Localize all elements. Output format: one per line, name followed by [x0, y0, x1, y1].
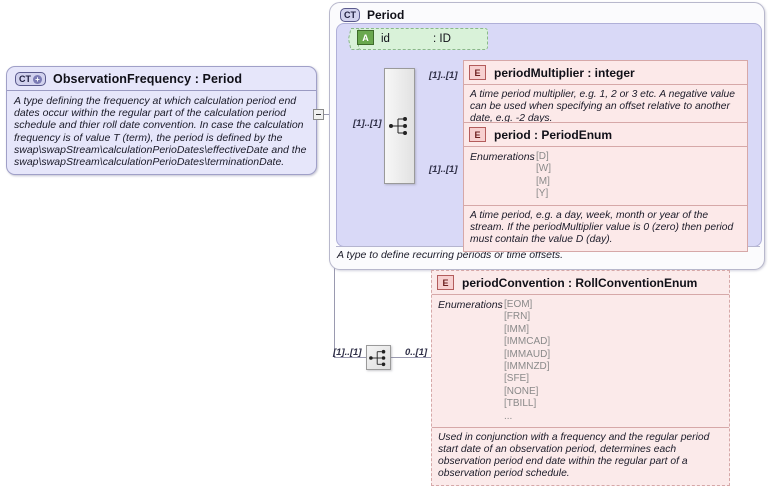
- attribute-icon: A: [357, 30, 374, 45]
- period-container-documentation: A type to define recurring periods or ti…: [337, 249, 564, 261]
- sequence-glyph: [368, 349, 385, 366]
- diagram-canvas: CT+ ObservationFrequency : Period A type…: [6, 2, 765, 486]
- element-period-multiplier-documentation: A time period multiplier, e.g. 1, 2 or 3…: [470, 89, 735, 124]
- element-period-documentation: A time period, e.g. a day, week, month o…: [470, 209, 734, 245]
- period-container-title: Period: [367, 8, 405, 22]
- element-type: : integer: [587, 65, 635, 80]
- enumerations-label: Enumerations: [470, 151, 535, 163]
- complex-type-icon-label: CT: [344, 9, 356, 20]
- element-name: periodMultiplier: [494, 65, 584, 80]
- element-period-multiplier-header: E periodMultiplier : integer: [464, 61, 747, 85]
- element-period-convention-box[interactable]: E periodConvention : RollConventionEnum …: [431, 270, 730, 486]
- attribute-flag-shape: [348, 28, 359, 50]
- cardinality-sequence-in: [1]..[1]: [353, 118, 382, 129]
- observation-frequency-title: ObservationFrequency : Period: [53, 72, 243, 86]
- complex-type-icon: CT+: [15, 72, 46, 86]
- attribute-id-type: : ID: [433, 33, 451, 45]
- element-period-convention-documentation: Used in conjunction with a frequency and…: [438, 432, 710, 480]
- complex-type-icon: CT: [340, 8, 360, 22]
- element-icon: E: [469, 65, 486, 80]
- element-type: : RollConventionEnum: [568, 275, 698, 290]
- element-icon: E: [469, 127, 486, 142]
- element-period-header: E period : PeriodEnum: [464, 123, 747, 147]
- observation-frequency-type-box[interactable]: CT+ ObservationFrequency : Period A type…: [6, 66, 317, 176]
- sequence-compositor-icon[interactable]: [384, 68, 415, 184]
- element-period-convention-header: E periodConvention : RollConventionEnum: [432, 271, 729, 295]
- element-period-convention-enumerations: Enumerations [EOM] [FRN] [IMM] [IMMCAD] …: [432, 295, 729, 429]
- cardinality-period: [1]..[1]: [429, 164, 458, 175]
- element-name: periodConvention: [462, 275, 565, 290]
- element-icon: E: [437, 275, 454, 290]
- period-container-header: CT Period: [340, 8, 404, 22]
- complex-type-icon-label: CT: [19, 73, 31, 84]
- enumerations-list: [D] [W] [M] [Y]: [536, 151, 551, 200]
- cardinality-period-multiplier: [1]..[1]: [429, 70, 458, 81]
- element-period-box[interactable]: E period : PeriodEnum Enumerations [D] […: [463, 122, 748, 252]
- element-period-multiplier-title: periodMultiplier : integer: [494, 66, 635, 80]
- observation-frequency-documentation: A type defining the frequency at which c…: [7, 90, 316, 174]
- element-name: period: [494, 127, 531, 142]
- element-period-title: period : PeriodEnum: [494, 128, 612, 142]
- cardinality-period-convention: 0..[1]: [405, 347, 428, 358]
- cardinality-bottom-in: [1]..[1]: [333, 347, 362, 358]
- attribute-id-box[interactable]: id : ID: [358, 28, 488, 50]
- expand-plus-icon[interactable]: +: [33, 74, 42, 84]
- enumerations-list: [EOM] [FRN] [IMM] [IMMCAD] [IMMAUD] [IMM…: [504, 299, 551, 422]
- element-period-convention-title: periodConvention : RollConventionEnum: [462, 276, 697, 290]
- element-period-multiplier-box[interactable]: E periodMultiplier : integer A time peri…: [463, 60, 748, 131]
- element-period-enumerations: Enumerations [D] [W] [M] [Y]: [464, 147, 747, 206]
- enumerations-label: Enumerations: [438, 299, 503, 311]
- collapse-toggle-icon[interactable]: [313, 109, 324, 120]
- element-type: : PeriodEnum: [534, 127, 613, 142]
- observation-frequency-header: CT+ ObservationFrequency : Period: [7, 67, 316, 90]
- attribute-id-name: id: [381, 33, 390, 45]
- sequence-glyph: [388, 117, 407, 135]
- sequence-compositor-icon[interactable]: [366, 345, 391, 370]
